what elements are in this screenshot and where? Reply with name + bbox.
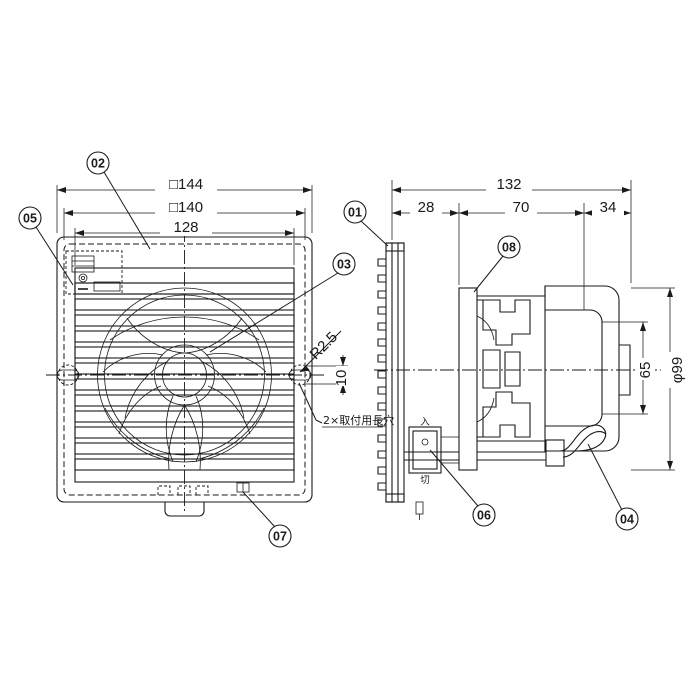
dim-phi99-label: φ99 (669, 357, 686, 383)
dim-corner-radius: R2.5 (299, 329, 342, 373)
dim-144-label: □144 (169, 176, 203, 193)
louver-fins-profile (377, 258, 386, 491)
dim-34-label: 34 (600, 199, 617, 216)
impeller-cross-section (476, 299, 531, 438)
dim-140-label: □140 (169, 199, 203, 216)
callout-06[interactable]: 06 (429, 449, 496, 527)
dim-10-label: 10 (333, 370, 350, 387)
dim-28-label: 28 (418, 199, 435, 216)
dim-duct-diameter: φ99 (631, 287, 686, 471)
corner-detail (65, 250, 123, 295)
bottom-mounting-tab (157, 485, 209, 517)
mounting-slot-left (56, 364, 80, 386)
dim-slot-height: 10 (306, 355, 351, 395)
callout-05-label: 05 (23, 212, 37, 226)
mounting-slot-note: 2×取付用長穴 (298, 382, 394, 428)
callout-07-label: 07 (273, 530, 287, 544)
dim-132-label: 132 (496, 176, 521, 193)
dim-motor-height: 65 (602, 321, 654, 415)
mounting-slot-note-text: 2×取付用長穴 (323, 413, 394, 427)
side-section-view: 入 切 132 (374, 176, 686, 520)
dim-depth-chain: 28 70 34 (392, 199, 631, 310)
callout-01-label: 01 (348, 206, 362, 220)
callout-03-label: 03 (337, 258, 351, 272)
callout-04[interactable]: 04 (587, 443, 639, 531)
callout-02-label: 02 (91, 157, 105, 171)
dim-inner-frame-width: □140 (63, 199, 306, 240)
callout-06-label: 06 (477, 509, 491, 523)
mounting-plate (458, 287, 478, 471)
callout-08-label: 08 (502, 241, 516, 255)
callout-03[interactable]: 03 (209, 252, 356, 353)
switch-on-label: 入 (420, 417, 430, 428)
dim-outer-frame-width: □144 (56, 176, 313, 233)
callout-01[interactable]: 01 (343, 200, 389, 247)
front-louver-frame (385, 242, 405, 503)
dim-overall-depth: 132 (391, 176, 632, 283)
front-view: □144 □140 128 R2.5 (46, 176, 394, 517)
cord-stub (415, 501, 424, 520)
dim-65-label: 65 (637, 362, 654, 379)
nameplate (236, 482, 250, 493)
dim-70-label: 70 (513, 199, 530, 216)
callout-05[interactable]: 05 (18, 206, 74, 286)
callout-08[interactable]: 08 (473, 235, 521, 293)
power-switch[interactable]: 入 切 (408, 417, 459, 486)
dim-grille-width: 128 (74, 219, 295, 265)
switch-off-label: 切 (420, 475, 430, 486)
dim-128-label: 128 (173, 219, 198, 236)
callout-07[interactable]: 07 (242, 491, 292, 548)
callout-02[interactable]: 02 (86, 151, 151, 250)
callouts: 02 05 03 07 01 08 (18, 151, 639, 548)
callout-04-label: 04 (620, 513, 634, 527)
